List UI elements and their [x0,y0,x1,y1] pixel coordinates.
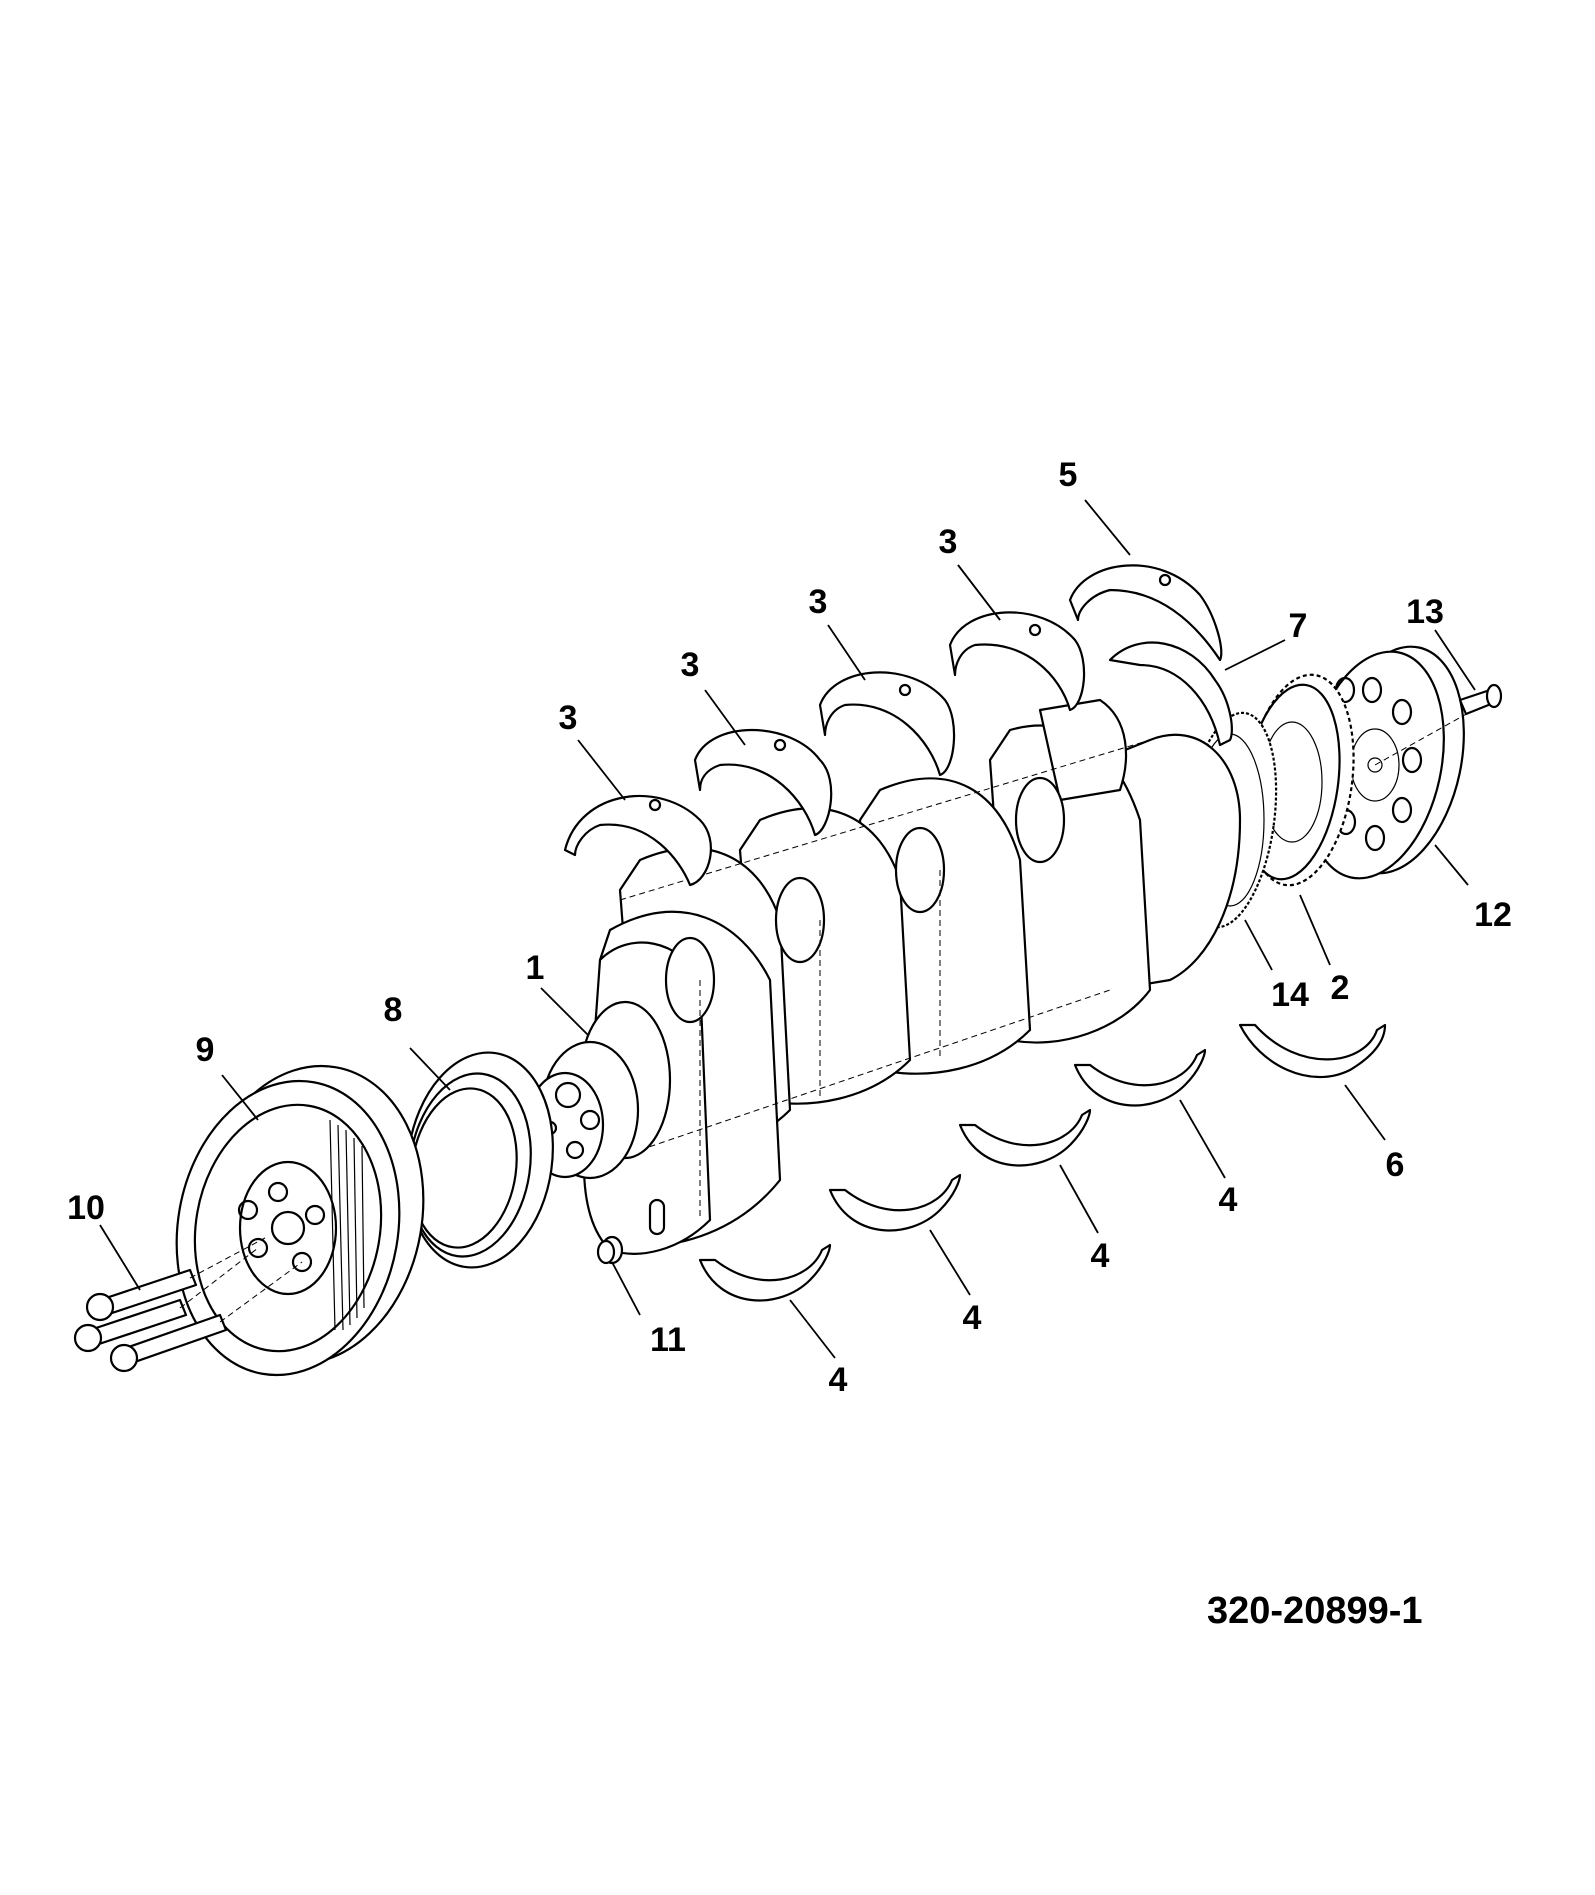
drawing-number: 320-20899-1 [1207,1590,1423,1632]
callout-8: 8 [383,991,403,1029]
leader-lines [99,499,1476,1359]
part-10-pulley-bolts [73,1237,303,1373]
callout-5: 5 [1058,456,1078,494]
callout-9: 9 [195,1031,215,1069]
callout-14: 14 [1271,976,1309,1014]
part-7-thrust-washer [1108,641,1233,747]
callout-3: 3 [680,646,700,684]
callout-13: 13 [1406,593,1444,631]
part-9-crank-pulley [175,1064,425,1377]
callout-4: 4 [1218,1181,1238,1219]
callout-3: 3 [938,523,958,561]
part-1-crankshaft [525,698,1242,1255]
callout-2: 2 [1330,969,1350,1007]
callout-4: 4 [962,1299,982,1337]
callout-10: 10 [67,1189,105,1227]
callout-6: 6 [1385,1146,1405,1184]
callout-12: 12 [1474,896,1512,934]
part-6-lower-thrust-shell [1238,1023,1387,1079]
callout-1: 1 [525,949,545,987]
part-4-lower-bearing-shells [698,1048,1207,1302]
callout-4: 4 [1090,1237,1110,1275]
part-3-upper-bearing-shells [563,611,1086,887]
callout-11: 11 [650,1321,686,1359]
callout-3: 3 [808,583,828,621]
part-13-bolt [1374,683,1503,766]
part-5-upper-thrust-shell [1068,564,1223,662]
callout-7: 7 [1288,607,1308,645]
callout-4: 4 [828,1361,848,1399]
callout-3: 3 [558,699,578,737]
